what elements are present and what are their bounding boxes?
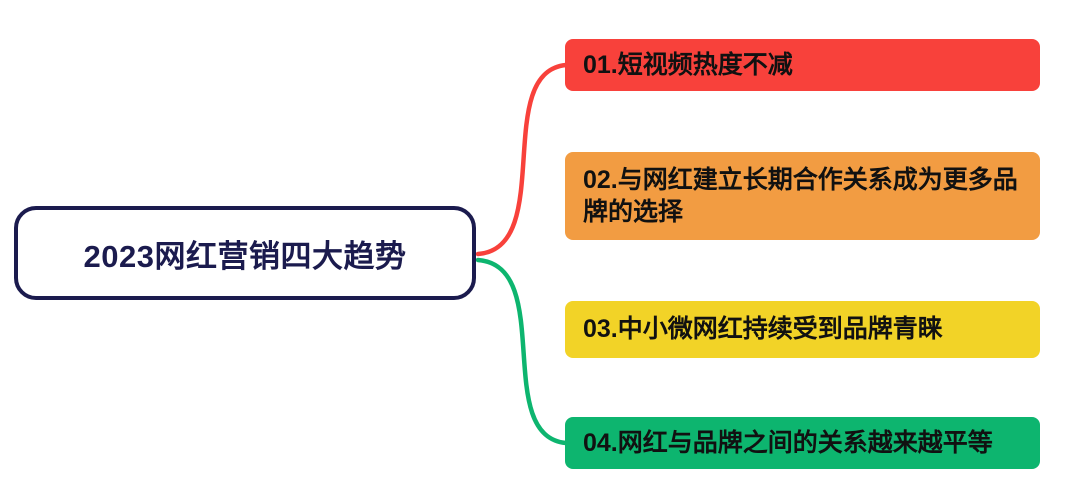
connector-branch-4: [475, 257, 569, 446]
branch-4-label: 04.网红与品牌之间的关系越来越平等: [583, 428, 993, 457]
branch-3-label: 03.中小微网红持续受到品牌青睐: [583, 315, 943, 344]
root-topic-label: 2023网红营销四大趋势: [83, 238, 407, 274]
root-topic-node: 2023网红营销四大趋势: [14, 206, 476, 300]
branch-2-label: 02.与网红建立长期合作关系成为更多品牌的选择: [583, 165, 1018, 227]
branch-node-2: 02.与网红建立长期合作关系成为更多品牌的选择: [565, 152, 1040, 240]
branch-node-1: 01.短视频热度不减: [565, 39, 1040, 91]
branch-node-4: 04.网红与品牌之间的关系越来越平等: [565, 417, 1040, 469]
branch-1-label: 01.短视频热度不减: [583, 50, 793, 79]
branch-node-3: 03.中小微网红持续受到品牌青睐: [565, 301, 1040, 358]
connector-branch-1: [475, 62, 569, 257]
